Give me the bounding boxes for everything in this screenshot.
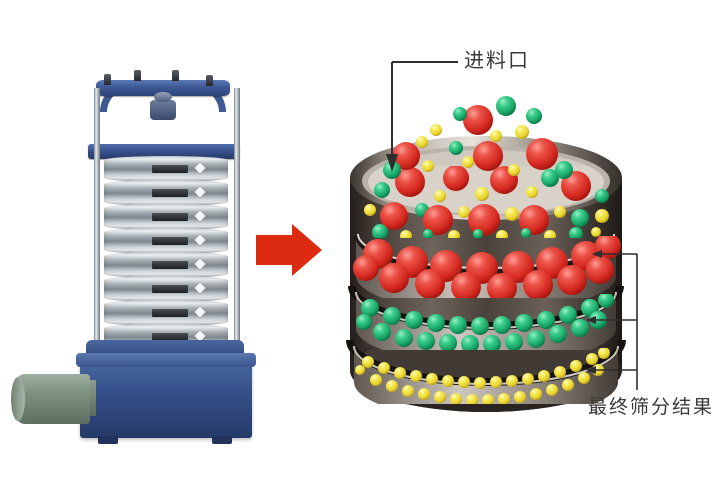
falling-feed-particles [383, 96, 573, 179]
sieve-tray-badge-icon [194, 282, 206, 294]
tier-feed-mixed [364, 166, 609, 238]
sieve-tray [104, 252, 228, 278]
medium-green-particles [356, 294, 614, 350]
sieve-tray-plate [152, 165, 188, 173]
sieve-tray [104, 156, 228, 182]
clamp-screw [104, 74, 111, 85]
sieve-tray-stack [104, 156, 228, 352]
tier-yellow-collected [354, 348, 618, 404]
guide-rod-left [94, 88, 100, 356]
sieve-tray-plate [152, 285, 188, 293]
base-foot [98, 436, 118, 444]
tier-green-retained [356, 294, 616, 350]
machine-base-housing [76, 353, 256, 444]
red-arrow-shape [256, 224, 322, 276]
sieve-tray-badge-icon [194, 258, 206, 270]
sieve-tray-plate [152, 213, 188, 221]
tier-red-retained [353, 236, 621, 298]
sieve-tray [104, 180, 228, 206]
clamp-screw [134, 70, 141, 81]
clamp-screw [172, 70, 179, 81]
guide-rod-right [234, 88, 240, 356]
sieve-tray [104, 276, 228, 302]
sieve-tray-badge-icon [194, 186, 206, 198]
sieve-tray-plate [152, 333, 188, 341]
sieve-tray-plate [152, 309, 188, 317]
sieve-tray-badge-icon [194, 210, 206, 222]
fine-yellow-particles [355, 348, 610, 404]
sieve-tray-plate [152, 237, 188, 245]
coarse-red-particles [353, 236, 621, 298]
final-result-label: 最终筛分结果 [588, 397, 715, 418]
inlet-label: 进料口 [464, 50, 530, 72]
red-arrow-icon [256, 224, 322, 276]
mixed-particles [364, 166, 609, 238]
sieve-tray-plate [152, 189, 188, 197]
sieve-tray-badge-icon [194, 306, 206, 318]
sieve-tray [104, 204, 228, 230]
red-process-arrow [256, 222, 324, 278]
sieve-tray-badge-icon [194, 162, 206, 174]
sieve-shaker-photo [8, 44, 276, 444]
sieve-tray-badge-icon [194, 234, 206, 246]
sieve-tray [104, 300, 228, 326]
drive-motor [11, 374, 90, 424]
clamp-top-bar [96, 80, 230, 96]
clamp-screw [206, 75, 213, 86]
clamp-lower-bar [88, 144, 240, 159]
sieve-separation-diagram [336, 70, 636, 430]
base-foot [212, 436, 232, 444]
sieve-tray-plate [152, 261, 188, 269]
sieve-tray [104, 228, 228, 254]
clamp-center-hub [150, 92, 176, 120]
